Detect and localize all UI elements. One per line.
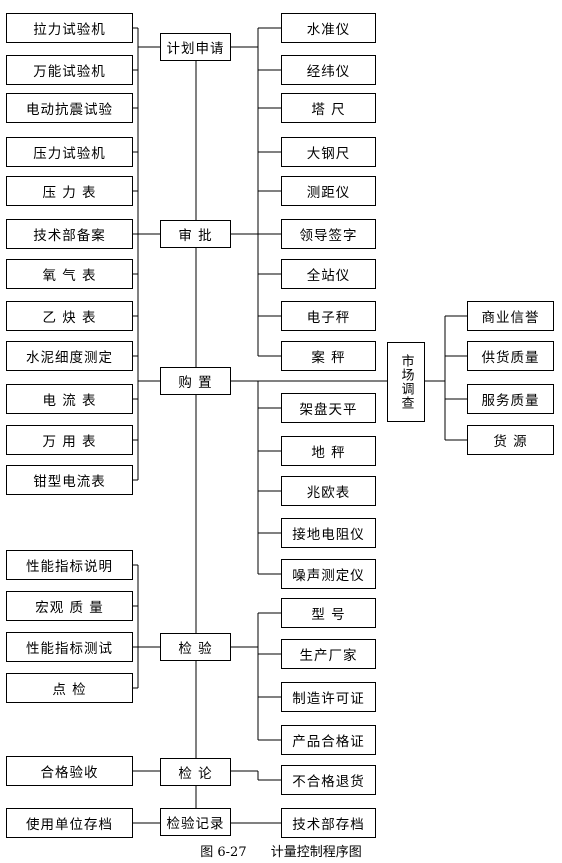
node-theodolite: 经纬仪 [281,55,376,85]
node-supply-quality: 供货质量 [467,341,554,371]
node-purchase: 购 置 [160,367,231,395]
node-acetylene-gauge: 乙 炔 表 [6,301,133,331]
node-approval: 审 批 [160,220,231,248]
node-megohmmeter: 兆欧表 [281,476,376,506]
node-conclusion: 检 论 [160,758,231,786]
node-service-quality: 服务质量 [467,384,554,414]
node-multimeter: 万 用 表 [6,425,133,455]
node-business-reputation: 商业信誉 [467,301,554,331]
node-universal-tester: 万能试验机 [6,55,133,85]
node-electronic-scale: 电子秤 [281,301,376,331]
node-user-archive: 使用单位存档 [6,808,133,838]
node-inspection-record: 检验记录 [160,808,231,836]
figure-number: 图 6-27 [200,845,247,860]
node-product-certificate: 产品合格证 [281,725,376,755]
node-supply-source: 货 源 [467,425,554,455]
node-performance-spec: 性能指标说明 [6,550,133,580]
node-pressure-gauge: 压 力 表 [6,176,133,206]
node-platform-scale: 案 秤 [281,341,376,371]
node-leader-signature: 领导签字 [281,219,376,249]
node-noise-meter: 噪声测定仪 [281,559,376,589]
node-pressure-tester: 压力试验机 [6,137,133,167]
node-spot-check: 点 检 [6,673,133,703]
node-level: 水准仪 [281,13,376,43]
node-tech-dept-archive: 技术部存档 [281,808,376,838]
node-rangefinder: 测距仪 [281,176,376,206]
node-inspection: 检 验 [160,633,231,661]
node-rack-balance: 架盘天平 [281,393,376,423]
node-acceptance: 合格验收 [6,756,133,786]
node-tower-ruler: 塔 尺 [281,93,376,123]
node-plan-application: 计划申请 [160,33,231,61]
node-oxygen-gauge: 氧 气 表 [6,259,133,289]
node-tensile-tester: 拉力试验机 [6,13,133,43]
figure-title: 计量控制程序图 [270,845,362,860]
node-reject-return: 不合格退货 [281,765,376,795]
figure-caption: 图 6-27 计量控制程序图 [0,841,562,860]
node-macro-quality: 宏观 质 量 [6,591,133,621]
node-manufacturer: 生产厂家 [281,639,376,669]
node-market-research: 市场调查 [387,342,425,422]
node-clamp-meter: 钳型电流表 [6,465,133,495]
node-ammeter: 电 流 表 [6,384,133,414]
node-seismic-tester: 电动抗震试验 [6,93,133,123]
node-manufacturing-license: 制造许可证 [281,682,376,712]
node-cement-fineness: 水泥细度测定 [6,341,133,371]
node-ground-resistance: 接地电阻仪 [281,518,376,548]
node-floor-scale: 地 秤 [281,436,376,466]
node-performance-test: 性能指标测试 [6,632,133,662]
node-total-station: 全站仪 [281,259,376,289]
node-model: 型 号 [281,598,376,628]
node-steel-tape: 大钢尺 [281,137,376,167]
node-tech-dept-filing: 技术部备案 [6,219,133,249]
